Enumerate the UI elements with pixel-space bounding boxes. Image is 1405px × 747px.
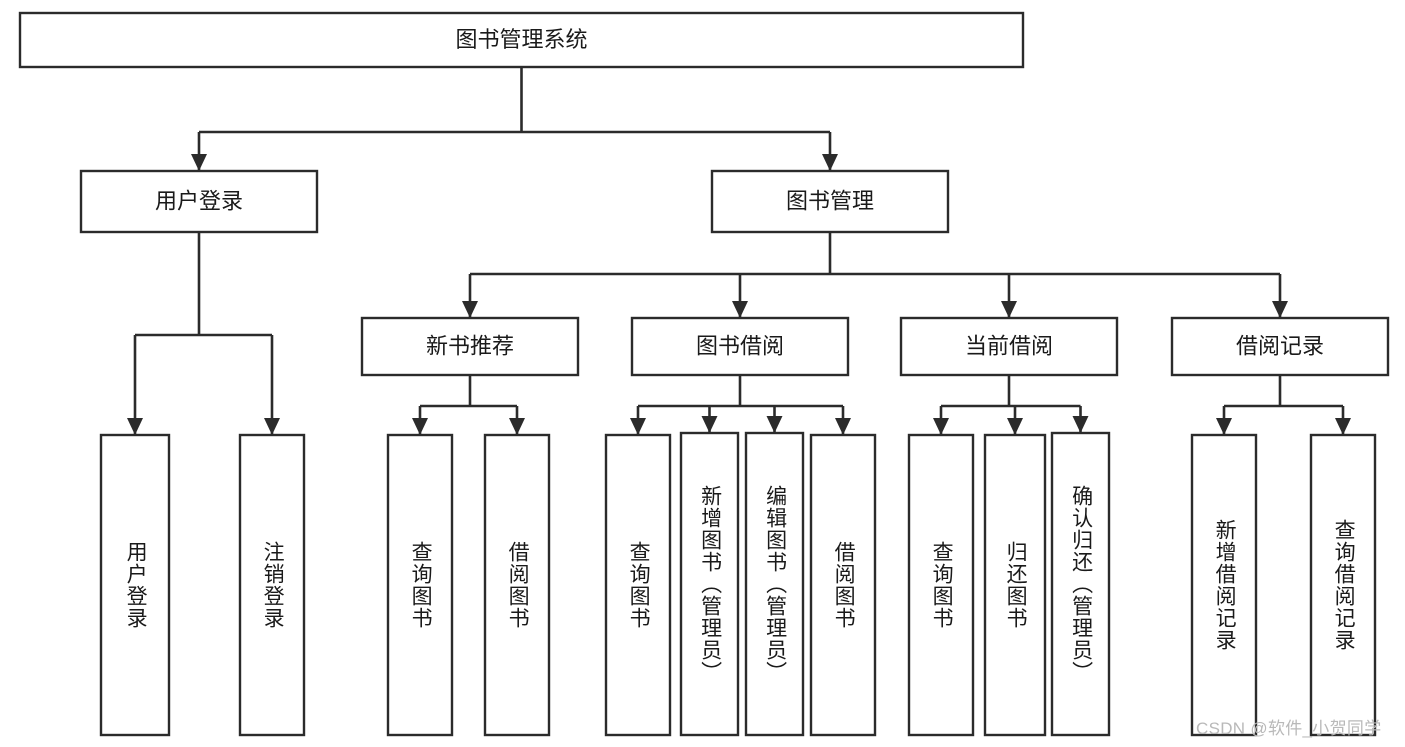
arrow-head-icon-l-return-book: [1007, 418, 1023, 435]
connectors-layer: [127, 67, 1351, 435]
node-box-l-add-record[interactable]: [1190, 433, 1258, 737]
arrow-head-icon-l-query-book-3: [933, 418, 949, 435]
arrow-head-icon-l-query-record: [1335, 418, 1351, 435]
arrow-head-icon-leaf-user-login: [127, 418, 143, 435]
node-box-book-manage[interactable]: [710, 169, 950, 234]
arrow-head-icon-l-add-record: [1216, 418, 1232, 435]
node-box-l-borrow-book-1[interactable]: [483, 433, 551, 737]
node-box-l-query-book-3[interactable]: [907, 433, 975, 737]
arrow-head-icon-l-borrow-book-1: [509, 418, 525, 435]
node-label-borrow-record: 借阅记录: [1236, 333, 1324, 358]
arrow-head-icon-book-manage: [822, 154, 838, 171]
node-box-l-return-book[interactable]: [983, 433, 1047, 737]
node-label-user-login: 用户登录: [155, 188, 243, 213]
node-box-current-borrow[interactable]: [899, 316, 1119, 377]
node-label-book-borrow: 图书借阅: [696, 333, 784, 358]
node-box-new-book-rec[interactable]: [360, 316, 580, 377]
node-label-current-borrow: 当前借阅: [965, 333, 1053, 358]
csdn-watermark: CSDN @软件_小贺同学: [1196, 719, 1382, 738]
node-box-root[interactable]: [18, 11, 1025, 69]
node-box-leaf-user-login[interactable]: [99, 433, 171, 737]
node-box-borrow-record[interactable]: [1170, 316, 1390, 377]
node-label-root: 图书管理系统: [455, 27, 587, 52]
arrow-head-icon-new-book-rec: [462, 301, 478, 318]
node-box-l-query-book-1[interactable]: [386, 433, 454, 737]
arrow-head-icon-l-edit-book: [766, 416, 783, 433]
arrow-head-icon-l-query-book-1: [412, 418, 428, 435]
node-box-l-query-book-2[interactable]: [604, 433, 672, 737]
arrow-head-icon-leaf-logout: [264, 418, 280, 435]
node-box-l-query-record[interactable]: [1309, 433, 1377, 737]
arrow-head-icon-current-borrow: [1001, 301, 1017, 318]
node-label-book-manage: 图书管理: [786, 188, 874, 213]
arrow-head-icon-book-borrow: [732, 301, 748, 318]
node-box-l-borrow-book-2[interactable]: [809, 433, 877, 737]
node-box-leaf-logout[interactable]: [238, 433, 306, 737]
node-label-new-book-rec: 新书推荐: [426, 333, 514, 358]
arrow-head-icon-borrow-record: [1272, 301, 1288, 318]
boxes-layer: [18, 11, 1390, 737]
arrow-head-icon-l-add-book: [701, 416, 718, 433]
node-box-user-login[interactable]: [79, 169, 319, 234]
arrow-head-icon-l-query-book-2: [630, 418, 646, 435]
node-box-l-add-book[interactable]: [679, 431, 740, 737]
arrow-head-icon-user-login: [191, 154, 207, 171]
arrow-head-icon-l-confirm-return: [1072, 416, 1089, 433]
node-box-book-borrow[interactable]: [630, 316, 850, 377]
node-box-l-edit-book[interactable]: [744, 431, 805, 737]
arrow-head-icon-l-borrow-book-2: [835, 418, 851, 435]
node-box-l-confirm-return[interactable]: [1050, 431, 1111, 737]
